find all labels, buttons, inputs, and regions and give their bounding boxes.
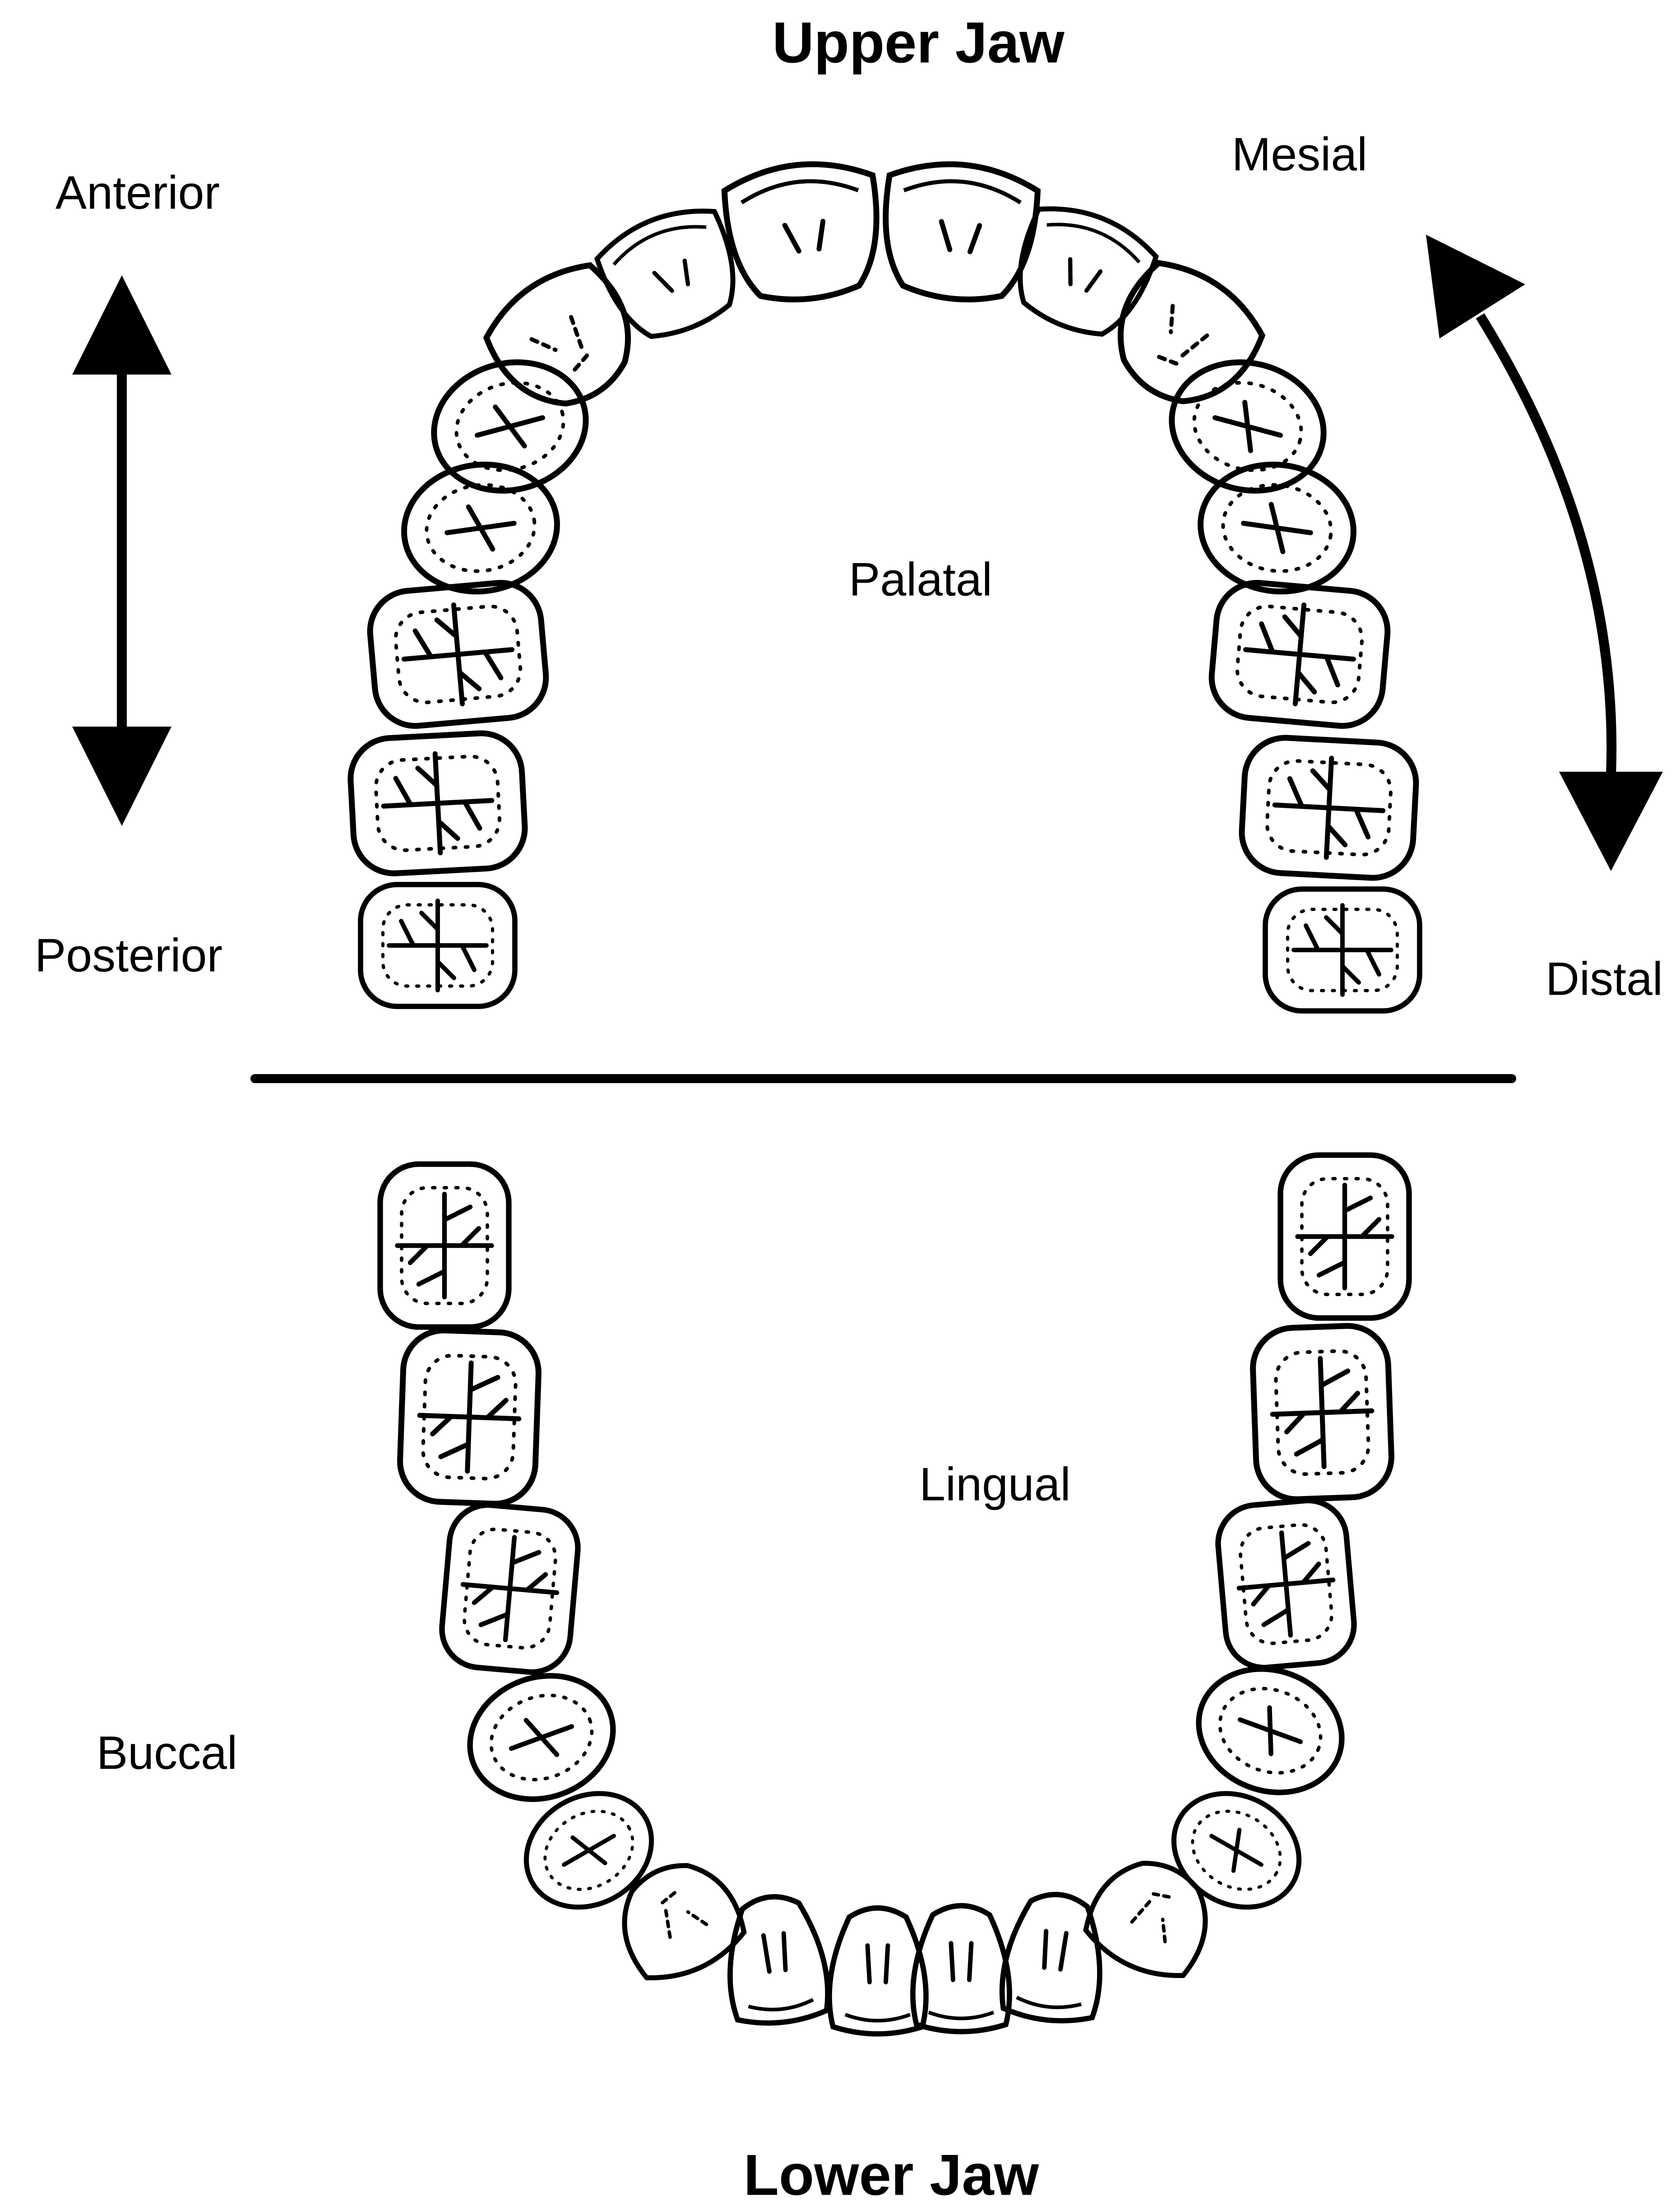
mesial-distal-arrow xyxy=(1426,235,1663,871)
distal-label: Distal xyxy=(1546,953,1663,1006)
lower-third-molar-right xyxy=(380,1164,509,1327)
arrow-head-distal xyxy=(1559,772,1663,871)
posterior-label: Posterior xyxy=(35,929,222,983)
lower-first-molar-left xyxy=(1215,1497,1357,1671)
upper-jaw-title: Upper Jaw xyxy=(772,10,1064,76)
upper-third-molar-left xyxy=(1265,889,1420,1011)
lower-jaw-title: Lower Jaw xyxy=(744,2142,1039,2209)
mesial-label: Mesial xyxy=(1232,128,1368,182)
palatal-label: Palatal xyxy=(849,553,992,607)
upper-first-molar-right xyxy=(367,579,550,729)
arrow-head-down xyxy=(72,727,171,826)
lingual-label: Lingual xyxy=(919,1458,1070,1512)
upper-first-molar-left xyxy=(1208,579,1391,729)
lower-second-molar-right xyxy=(398,1329,540,1505)
upper-central-incisor-right xyxy=(722,157,885,306)
lower-first-premolar-right xyxy=(505,1771,672,1930)
upper-second-premolar-right xyxy=(396,455,565,602)
anterior-label: Anterior xyxy=(56,167,220,220)
arrow-head-up xyxy=(72,275,171,375)
lower-second-premolar-left xyxy=(1181,1649,1359,1812)
upper-second-premolar-left xyxy=(1192,455,1362,602)
lower-arch xyxy=(380,1155,1409,2034)
upper-second-molar-right xyxy=(348,731,527,875)
lower-central-incisor-right xyxy=(829,1908,926,2034)
anterior-posterior-arrow xyxy=(72,275,171,826)
lower-first-molar-right xyxy=(439,1502,581,1675)
upper-central-incisor-left xyxy=(877,157,1040,306)
upper-canine-left xyxy=(1093,248,1275,427)
lower-second-molar-left xyxy=(1251,1325,1393,1501)
upper-third-molar-right xyxy=(361,885,515,1006)
upper-second-molar-left xyxy=(1240,736,1418,880)
lower-first-premolar-left xyxy=(1153,1771,1319,1930)
upper-canine-right xyxy=(474,250,656,429)
upper-first-premolar-left xyxy=(1157,346,1338,507)
upper-lateral-incisor-left xyxy=(1001,195,1162,348)
arrow-head-mesial xyxy=(1426,235,1525,338)
buccal-label: Buccal xyxy=(97,1727,237,1780)
lower-third-molar-left xyxy=(1281,1155,1409,1318)
